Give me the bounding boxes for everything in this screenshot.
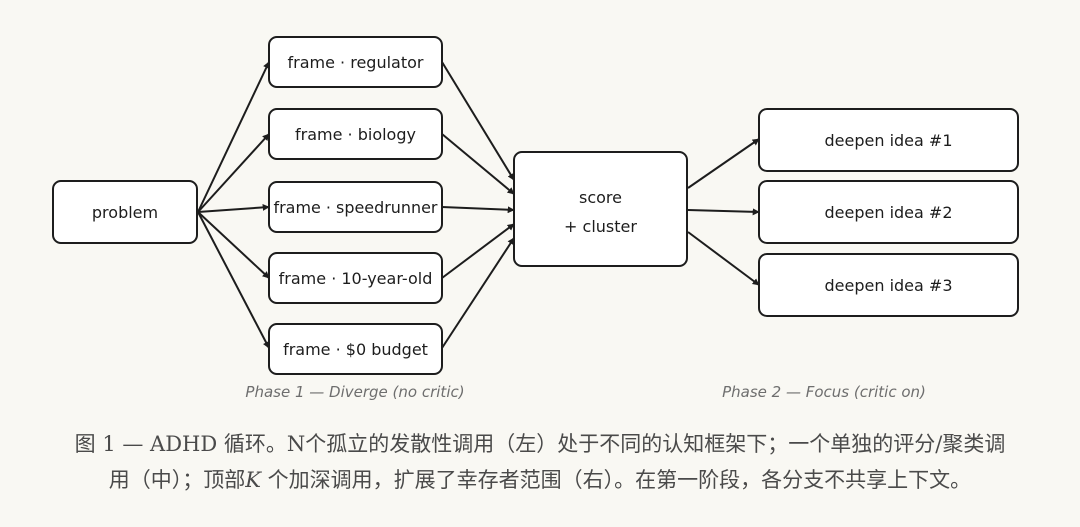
caption-line-2-end: 个加深调用，扩展了幸存者范围（右）。在第一阶段，各分支不共享上下文。 <box>261 468 972 492</box>
phase-1-label: Phase 1 — Diverge (no critic) <box>245 383 464 401</box>
edge-score-deepen-2 <box>687 208 760 216</box>
node-frame-4-label: frame · 10-year-old <box>279 269 433 288</box>
node-deepen-2: deepen idea #2 <box>758 180 1019 244</box>
edge-problem-frame-4 <box>197 211 270 279</box>
node-deepen-1: deepen idea #1 <box>758 108 1019 172</box>
edges-problem-to-frames <box>197 61 270 349</box>
edge-problem-frame-1 <box>197 61 270 213</box>
edge-frame-3-score <box>441 206 515 214</box>
edge-problem-frame-5 <box>197 211 270 349</box>
node-frame-2-label: frame · biology <box>295 125 416 144</box>
edges-frames-to-score <box>441 61 515 349</box>
node-frame-3: frame · speedrunner <box>268 181 443 233</box>
edge-problem-frame-3 <box>197 203 270 213</box>
node-frame-5-label: frame · $0 budget <box>283 340 428 359</box>
edge-frame-2-score <box>441 133 515 195</box>
node-frame-5: frame · $0 budget <box>268 323 443 375</box>
node-cluster-label: + cluster <box>564 217 637 236</box>
node-frame-2: frame · biology <box>268 108 443 160</box>
edge-score-deepen-1 <box>687 138 760 189</box>
node-problem: problem <box>52 180 198 244</box>
caption-variable-k: K <box>245 468 261 492</box>
phase-2-label: Phase 2 — Focus (critic on) <box>722 383 926 401</box>
figure-caption: 图 1 — ADHD 循环。N个孤立的发散性调用（左）处于不同的认知框架下；一个… <box>0 426 1080 498</box>
adhd-loop-diagram: problem frame · regulator frame · biolog… <box>52 36 1019 401</box>
edge-score-deepen-3 <box>687 231 760 286</box>
node-score-label: score <box>579 188 622 207</box>
node-frame-4: frame · 10-year-old <box>268 252 443 304</box>
node-deepen-1-label: deepen idea #1 <box>825 131 953 150</box>
caption-line-1: 图 1 — ADHD 循环。N个孤立的发散性调用（左）处于不同的认知框架下；一个… <box>74 432 1006 456</box>
edge-frame-1-score <box>441 61 515 181</box>
node-deepen-3-label: deepen idea #3 <box>825 276 953 295</box>
node-score-cluster: score + cluster <box>513 151 688 267</box>
node-frame-1: frame · regulator <box>268 36 443 88</box>
edges-score-to-deepen <box>687 138 760 286</box>
edge-problem-frame-2 <box>197 133 270 213</box>
edge-frame-5-score <box>441 237 515 349</box>
node-frame-3-label: frame · speedrunner <box>274 198 438 217</box>
node-problem-label: problem <box>92 203 158 222</box>
node-deepen-3: deepen idea #3 <box>758 253 1019 317</box>
caption-line-2-start: 用（中）；顶部 <box>108 468 246 492</box>
caption-line-2: 用（中）；顶部K 个加深调用，扩展了幸存者范围（右）。在第一阶段，各分支不共享上… <box>0 462 1080 498</box>
node-deepen-2-label: deepen idea #2 <box>825 203 953 222</box>
node-frame-1-label: frame · regulator <box>288 53 424 72</box>
edge-frame-4-score <box>441 223 515 279</box>
